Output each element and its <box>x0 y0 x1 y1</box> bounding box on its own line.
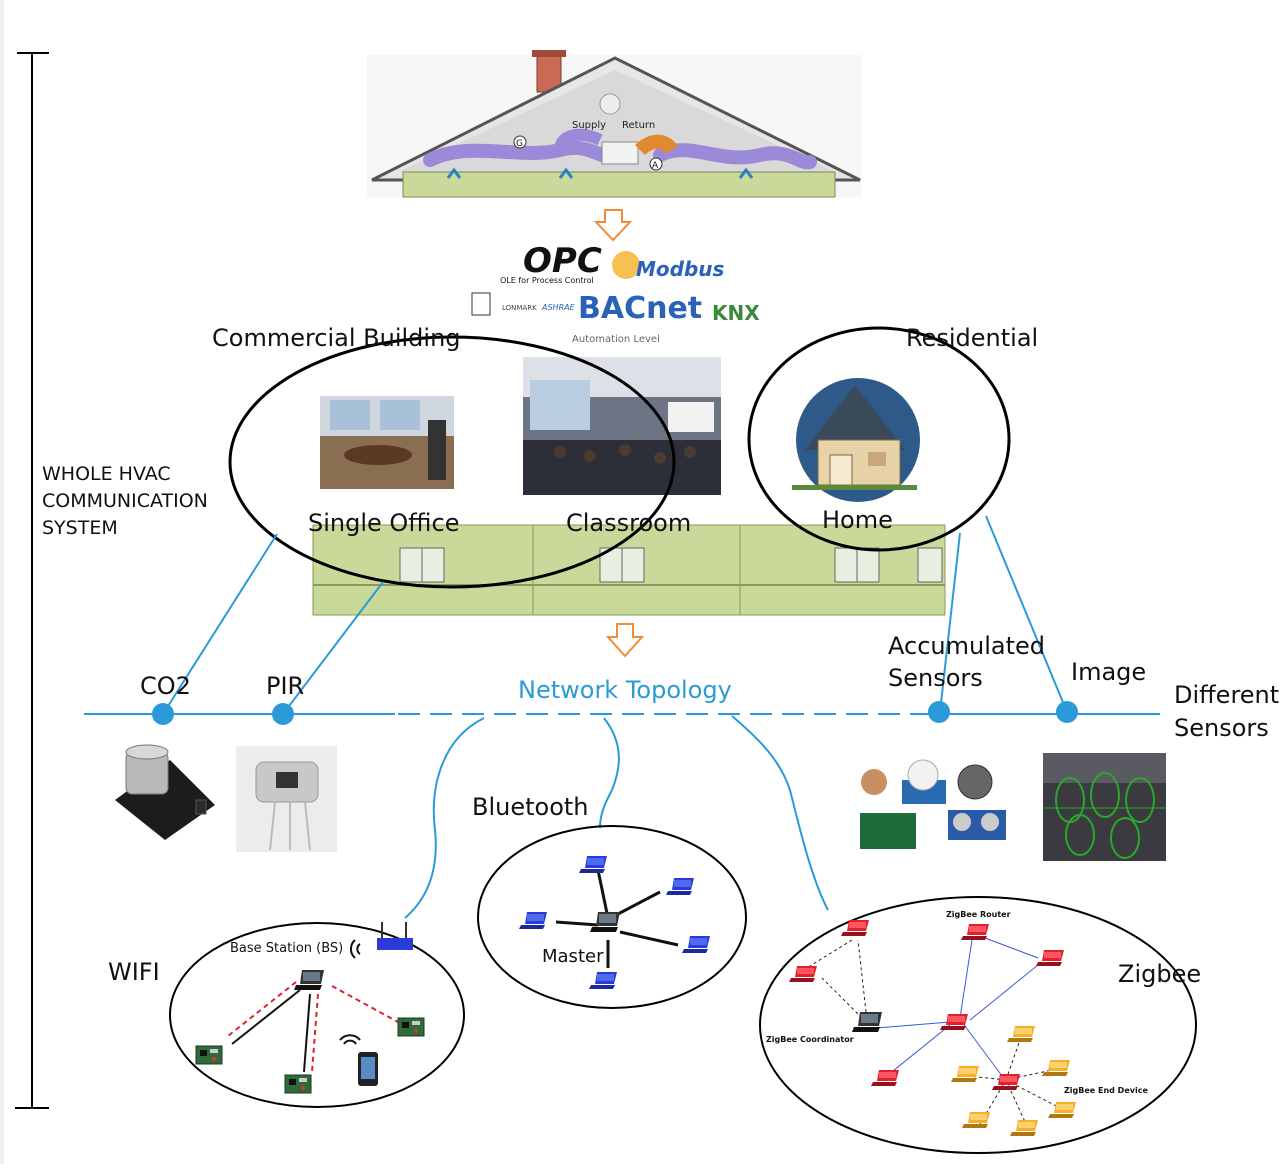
commercial-building-label: Commercial Building <box>212 324 461 352</box>
zigbee-end-device-laptop-icon <box>1007 1026 1035 1042</box>
zigbee-coordinator-laptop-icon <box>852 1012 882 1032</box>
zigbee-router-laptop-icon <box>789 966 817 982</box>
zigbee-end-device-laptop-icon <box>1010 1120 1038 1136</box>
zigbee-router-laptop-icon <box>992 1074 1020 1090</box>
zigbee-label: Zigbee <box>1118 960 1201 988</box>
bluetooth-slave-laptop-icon <box>589 972 617 989</box>
sensor-bus-line <box>84 515 1160 919</box>
knx-logo: KNX <box>712 301 760 325</box>
co2-sensor-photo <box>115 744 215 840</box>
zigbee-router-laptop-icon <box>871 1070 899 1086</box>
wifi-router-icon <box>377 922 413 950</box>
building-wall-illustration <box>312 524 946 616</box>
hvac-supply-label: Supply <box>572 120 606 131</box>
lonmark-logo: LONMARK <box>502 304 537 312</box>
zigbee-end-device-laptop-icon <box>1048 1102 1076 1118</box>
wifi-links <box>227 981 399 1073</box>
zigbee-router-laptop-icon <box>961 924 989 940</box>
zigbee-coordinator-label: ZigBee Coordinator <box>766 1035 854 1044</box>
pir-node-dot <box>272 703 294 725</box>
single-office-photo <box>320 396 454 489</box>
side-label-line3: SYSTEM <box>42 517 118 539</box>
accumulated-sensors-photo <box>860 759 1006 849</box>
wifi-sensor-board-icon <box>195 1045 223 1065</box>
classroom-label: Classroom <box>566 509 691 537</box>
sensor-nodes <box>152 701 1078 725</box>
home-illustration <box>780 378 943 502</box>
different-sensors-label-1: Different <box>1174 681 1279 709</box>
bluetooth-label: Bluetooth <box>472 793 589 821</box>
master-laptop-icon <box>590 912 620 932</box>
zigbee-end-device-laptop-icon <box>962 1112 990 1128</box>
accumulated-sensors-label-1: Accumulated <box>888 632 1045 660</box>
bacnet-logo: BACnet <box>578 291 702 326</box>
pir-label: PIR <box>266 672 304 700</box>
different-sensors-label-2: Sensors <box>1174 714 1269 742</box>
system-scope-bracket <box>15 52 49 1109</box>
wifi-signal-icon <box>349 939 361 959</box>
hvac-return-label: Return <box>622 120 655 131</box>
zigbee-router-laptop-icon <box>1036 950 1064 966</box>
smartphone-icon <box>358 1052 378 1086</box>
commercial-building-ellipse <box>228 335 676 589</box>
modbus-logo-mark <box>612 251 640 279</box>
zigbee-router-label: ZigBee Router <box>946 910 1011 919</box>
hvac-marker-a: A <box>652 161 659 171</box>
wifi-network-ellipse <box>169 922 465 1108</box>
opc-logo: OPC <box>523 241 602 281</box>
automation-level-label: Automation Level <box>572 334 660 345</box>
co2-label: CO2 <box>140 672 191 700</box>
bluetooth-slave-laptop-icon <box>579 856 607 873</box>
accumulated-sensors-label-2: Sensors <box>888 664 983 692</box>
modbus-logo: Modbus <box>636 257 725 281</box>
home-label: Home <box>822 506 893 534</box>
base-station-laptop-icon <box>294 970 324 990</box>
bluetooth-network-ellipse <box>477 825 747 1009</box>
hvac-marker-g: G <box>516 139 523 149</box>
phone-signal-icon <box>339 1034 361 1045</box>
side-label-line2: COMMUNICATION <box>42 490 208 512</box>
image-node-dot <box>1056 701 1078 723</box>
wifi-label: WIFI <box>108 958 160 986</box>
network-topology-label: Network Topology <box>518 676 732 704</box>
bluetooth-links <box>555 869 679 968</box>
image-sensor-photo <box>1043 753 1166 861</box>
wifi-sensor-board-icon <box>397 1017 425 1037</box>
residential-label: Residential <box>906 324 1038 352</box>
lonmark-logo-mark <box>471 292 491 316</box>
down-arrow-icon <box>593 209 633 242</box>
residential-ellipse <box>747 326 1011 552</box>
down-arrow-icon <box>605 623 645 658</box>
base-station-label: Base Station (BS) <box>230 941 343 956</box>
bluetooth-slave-laptop-icon <box>666 878 694 895</box>
side-label-line1: WHOLE HVAC <box>42 463 171 485</box>
classroom-photo <box>523 357 721 495</box>
bluetooth-slave-laptop-icon <box>682 936 710 953</box>
ashrae-logo: ASHRAE <box>541 303 576 312</box>
protocol-logos: OPC OLE for Process Control Modbus LONMA… <box>471 241 760 345</box>
co2-node-dot <box>152 703 174 725</box>
left-border-strip <box>0 0 4 1164</box>
hvac-attic-illustration: G A Supply Return <box>367 50 862 198</box>
zigbee-end-device-laptop-icon <box>1042 1060 1070 1076</box>
zigbee-end-device-label: ZigBee End Device <box>1064 1086 1148 1095</box>
zigbee-links-blue <box>875 937 1039 1081</box>
zigbee-network-ellipse <box>759 896 1197 1154</box>
opc-subtitle: OLE for Process Control <box>500 276 594 285</box>
wifi-sensor-board-icon <box>284 1074 312 1094</box>
zigbee-end-device-laptop-icon <box>951 1066 979 1082</box>
master-label: Master <box>542 946 604 967</box>
bluetooth-slave-laptop-icon <box>519 912 547 929</box>
pir-sensor-photo <box>236 746 337 852</box>
image-label: Image <box>1071 658 1146 686</box>
accumulated-node-dot <box>928 701 950 723</box>
single-office-label: Single Office <box>308 509 459 537</box>
